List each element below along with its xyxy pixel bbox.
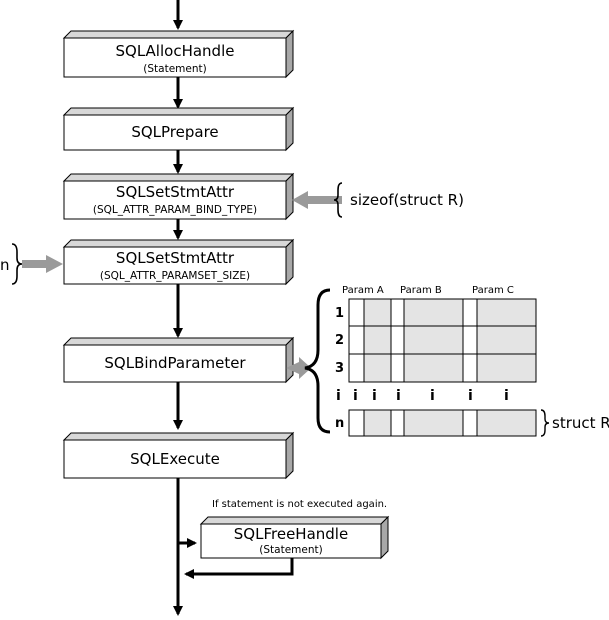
paramset-label: n — [0, 256, 10, 274]
setattr1-subtitle: (SQL_ATTR_PARAM_BIND_TYPE) — [93, 204, 257, 216]
box-bind[interactable] — [62, 336, 295, 384]
box-free[interactable] — [199, 515, 390, 560]
col-header-a: Param A — [342, 285, 384, 296]
box-execute[interactable] — [62, 431, 295, 480]
col-header-b: Param B — [400, 285, 442, 296]
struct-label: struct R — [552, 414, 609, 432]
setattr1-title: SQLSetStmtAttr — [116, 183, 235, 201]
arrow-freehandle-return — [184, 558, 294, 579]
brace-paramset — [11, 243, 23, 285]
ellipsis-row: i — [336, 388, 341, 404]
free-subtitle: (Statement) — [259, 544, 322, 556]
execute-title: SQLExecute — [130, 450, 220, 468]
cell-c — [476, 298, 537, 383]
box-prepare[interactable] — [62, 106, 295, 152]
ellipsis-2: i — [372, 388, 377, 404]
col-header-c: Param C — [472, 285, 514, 296]
row-label-2: 2 — [335, 333, 344, 348]
setattr2-title: SQLSetStmtAttr — [116, 249, 235, 267]
alloc-title: SQLAllocHandle — [116, 42, 235, 60]
row-label-3: 3 — [335, 361, 344, 376]
ellipsis-1: i — [353, 388, 358, 404]
row-label-1: 1 — [335, 306, 344, 321]
condition-note: If statement is not executed again. — [212, 499, 387, 510]
box-alloc[interactable] — [62, 29, 295, 79]
ellipsis-3: i — [396, 388, 401, 404]
ellipsis-4: i — [430, 388, 435, 404]
gray-arrow-paramset — [22, 255, 63, 273]
bind-type-label: sizeof(struct R) — [350, 191, 464, 209]
prepare-title: SQLPrepare — [131, 123, 218, 141]
flow-connectors — [173, 0, 294, 616]
setattr2-subtitle: (SQL_ATTR_PARAMSET_SIZE) — [100, 270, 250, 282]
brace-struct — [540, 409, 550, 437]
box-setattr1[interactable] — [62, 172, 295, 221]
brace-grid — [304, 288, 331, 434]
gray-arrow-bind — [286, 357, 310, 379]
param-grid: Param A Param B Param C 1 2 3 n i i i i … — [335, 285, 537, 437]
brace-bind-type — [333, 182, 343, 218]
ellipsis-6: i — [504, 388, 509, 404]
cell-b — [403, 298, 464, 383]
row-label-n: n — [335, 416, 344, 431]
ellipsis-5: i — [468, 388, 473, 404]
box-setattr2[interactable] — [62, 238, 295, 286]
free-title: SQLFreeHandle — [234, 525, 348, 543]
cell-a — [363, 298, 392, 383]
bind-title: SQLBindParameter — [104, 354, 246, 372]
alloc-subtitle: (Statement) — [143, 63, 206, 75]
gray-arrow-bind-type — [292, 191, 342, 209]
